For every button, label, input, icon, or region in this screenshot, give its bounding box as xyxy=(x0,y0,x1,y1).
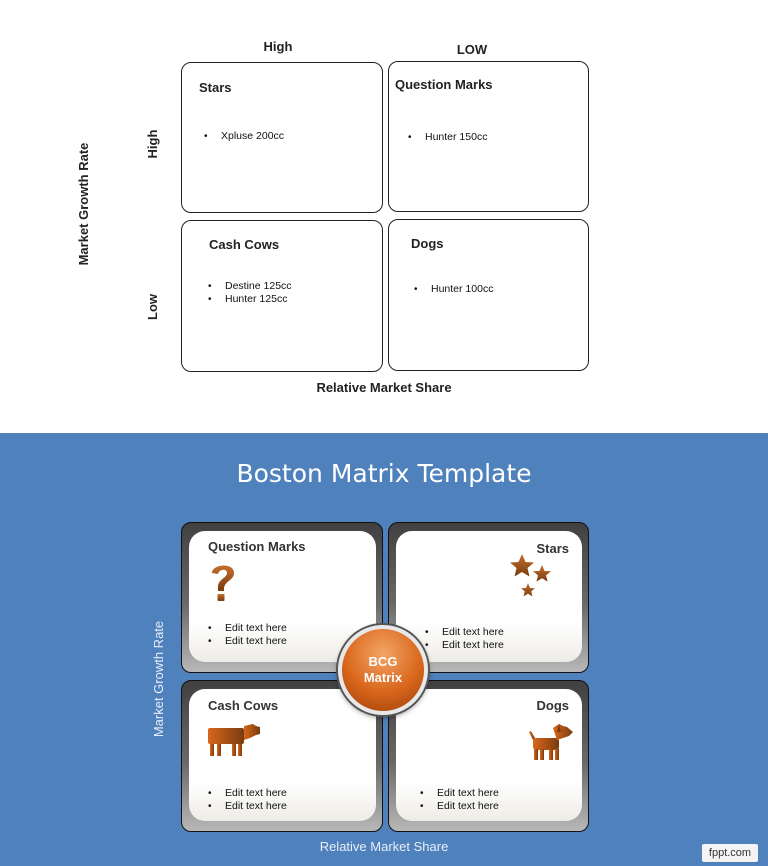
quadrant-list: Hunter 150cc xyxy=(408,131,487,144)
quadrant-dogs: Dogs Hunter 100cc xyxy=(388,219,589,371)
quadrant-list: Destine 125cc Hunter 125cc xyxy=(208,280,292,306)
quadrant-question-marks: Question Marks Edit text here Edit text … xyxy=(189,531,376,662)
quadrant-dogs-frame: Dogs Edit text here Edit text here xyxy=(388,680,589,832)
x-axis-label: Relative Market Share xyxy=(316,380,452,395)
quadrant-cash-cows: Cash Cows Destine 125cc Hunter 125cc xyxy=(181,220,383,372)
quadrant-title: Dogs xyxy=(536,698,570,713)
quadrant-question-marks: Question Marks Hunter 150cc xyxy=(388,61,589,212)
row-header-low: Low xyxy=(145,294,160,320)
top-bcg-matrix-slide: High LOW High Low Market Growth Rate Sta… xyxy=(0,0,768,433)
list-item: Edit text here xyxy=(425,639,504,652)
fppt-watermark: fppt.com xyxy=(702,844,758,862)
quadrant-title: Stars xyxy=(199,80,232,95)
column-header-low: LOW xyxy=(456,42,488,57)
quadrant-list: Xpluse 200cc xyxy=(204,130,284,143)
stars-icon xyxy=(510,554,551,597)
x-axis-label: Relative Market Share xyxy=(319,839,449,854)
quadrant-stars: Stars Xpluse 200cc xyxy=(181,62,383,213)
cow-icon xyxy=(208,724,260,756)
quadrant-stars: Stars Edit text here Edit text here xyxy=(396,531,582,662)
quadrant-title: Cash Cows xyxy=(209,237,280,252)
question-mark-icon xyxy=(212,565,234,601)
list-item: Hunter 125cc xyxy=(208,293,292,306)
quadrant-title: Cash Cows xyxy=(208,698,279,713)
row-header-high: High xyxy=(145,129,160,159)
quadrant-list: Edit text here Edit text here xyxy=(420,787,499,813)
slide-title: Boston Matrix Template xyxy=(236,459,532,488)
quadrant-question-marks-frame: Question Marks Edit text here Edit text … xyxy=(181,522,383,673)
column-header-high: High xyxy=(263,39,293,54)
quadrant-title: Stars xyxy=(536,541,569,556)
quadrant-cash-cows: Cash Cows Edit text here Edit text here xyxy=(189,689,376,821)
bottom-boston-matrix-slide: Boston Matrix Template Question Marks Ed… xyxy=(0,433,768,866)
quadrant-cash-cows-frame: Cash Cows Edit text here Edit text here xyxy=(181,680,383,832)
list-item: Edit text here xyxy=(208,622,287,635)
dog-icon xyxy=(529,724,573,760)
list-item: Hunter 150cc xyxy=(408,131,487,144)
list-item: Destine 125cc xyxy=(208,280,292,293)
list-item: Hunter 100cc xyxy=(414,283,493,296)
list-item: Edit text here xyxy=(420,787,499,800)
y-axis-label: Market Growth Rate xyxy=(151,620,166,738)
center-label-line-1: BCG xyxy=(368,654,398,669)
y-axis-label: Market Growth Rate xyxy=(76,142,91,266)
list-item: Edit text here xyxy=(420,800,499,813)
quadrant-title: Dogs xyxy=(411,236,444,251)
quadrant-list: Edit text here Edit text here xyxy=(425,626,504,652)
center-label-line-2: Matrix xyxy=(363,670,403,685)
list-item: Edit text here xyxy=(208,635,287,648)
list-item: Edit text here xyxy=(425,626,504,639)
quadrant-list: Edit text here Edit text here xyxy=(208,787,287,813)
list-item: Edit text here xyxy=(208,800,287,813)
quadrant-dogs: Dogs Edit text here Edit text here xyxy=(396,689,582,821)
list-item: Xpluse 200cc xyxy=(204,130,284,143)
list-item: Edit text here xyxy=(208,787,287,800)
quadrant-list: Edit text here Edit text here xyxy=(208,622,287,648)
quadrant-title: Question Marks xyxy=(395,77,493,92)
bcg-matrix-center-badge: BCG Matrix xyxy=(338,625,428,715)
quadrant-title: Question Marks xyxy=(208,539,306,554)
quadrant-list: Hunter 100cc xyxy=(414,283,493,296)
